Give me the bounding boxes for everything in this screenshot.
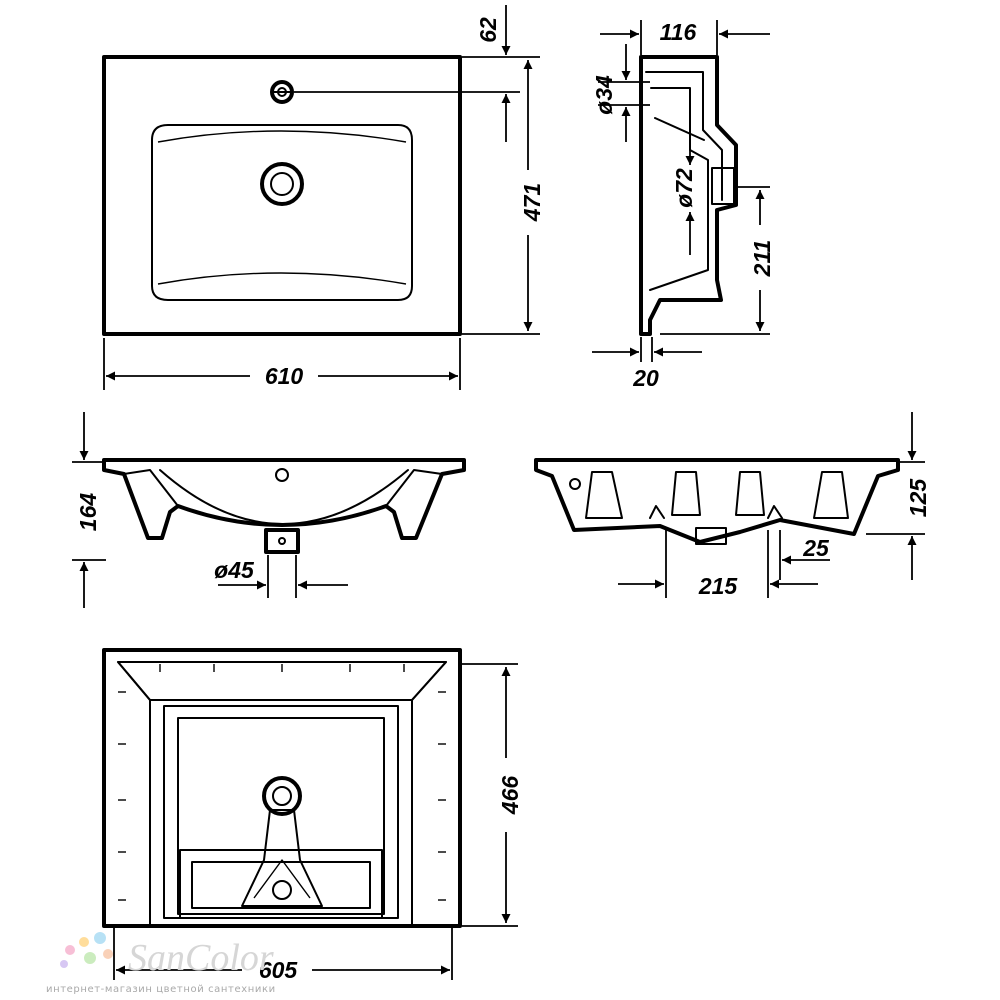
- top-depth-label: 471: [519, 183, 545, 222]
- rear-rib-1: [585, 471, 623, 519]
- rear-view-outline: [534, 458, 900, 544]
- front-view-dimensions: 164 ø45: [72, 412, 348, 608]
- side-basin-slope: [654, 117, 705, 141]
- drain-outlet-center: [278, 537, 286, 545]
- watermark: SanColor интернет-магазин цветной сантех…: [46, 932, 276, 995]
- tap-offset-label: 62: [475, 17, 501, 43]
- drain-hole-outer: [260, 162, 304, 206]
- rear-clip-right: [767, 505, 783, 519]
- basin-inner-lower-edge: [157, 272, 407, 285]
- overflow-socket: [711, 167, 735, 205]
- tap-diameter-label: ø34: [591, 75, 617, 115]
- bottom-view: [102, 648, 462, 928]
- side-inner-lower-wall: [649, 87, 709, 291]
- rear-view: [534, 458, 900, 545]
- top-view-dimensions: 610 471 62: [103, 5, 545, 390]
- bottom-view-dimensions: 466 605: [113, 663, 523, 983]
- top-view: [102, 55, 462, 336]
- drain-outlet: [264, 528, 300, 554]
- rear-rib-4: [813, 471, 849, 519]
- front-view: [102, 458, 466, 554]
- support-width-label: 25: [802, 535, 830, 561]
- rear-rib-2: [671, 471, 701, 516]
- front-view-outline: [102, 458, 466, 540]
- side-view-dimensions: 116 ø34 ø72 211 20: [591, 19, 775, 391]
- rear-drain: [695, 527, 727, 545]
- bottom-drain-pan: [179, 849, 383, 919]
- bottom-left-flange: [117, 661, 151, 927]
- basin-inner-upper-edge: [157, 130, 407, 143]
- watermark-dot: [84, 952, 96, 964]
- bottom-ribs-right: [438, 691, 446, 901]
- bottom-width-label: 605: [259, 957, 299, 983]
- top-width-label: 610: [265, 363, 304, 389]
- basin-bowl: [151, 124, 413, 301]
- front-right-support: [385, 469, 443, 507]
- rear-view-dimensions: 125 215 25: [618, 412, 931, 599]
- front-bowl-curve: [159, 469, 409, 525]
- bottom-tap-boss-outer: [262, 776, 302, 816]
- bottom-ribs-top: [159, 664, 405, 672]
- rear-clip-left: [649, 505, 665, 519]
- watermark-brand: SanColor: [128, 937, 274, 979]
- front-overflow-hole: [275, 468, 289, 482]
- rear-rib-3: [735, 471, 765, 516]
- watermark-dot: [65, 945, 75, 955]
- bottom-depth-label: 466: [497, 776, 523, 816]
- side-height-label: 211: [749, 240, 775, 278]
- overflow-diameter-label: ø72: [671, 168, 697, 208]
- bottom-drain-channel: [241, 809, 323, 907]
- bottom-tap-boss-inner: [272, 786, 292, 806]
- bottom-channel-rib: [253, 859, 311, 899]
- bottom-view-outline: [102, 648, 462, 928]
- watermark-tagline: интернет-магазин цветной сантехники: [46, 984, 276, 995]
- watermark-dot: [79, 937, 89, 947]
- front-left-support: [123, 469, 179, 507]
- bottom-ribs-left: [118, 691, 126, 901]
- watermark-dot: [94, 932, 106, 944]
- side-depth-label: 116: [660, 19, 697, 45]
- watermark-dot: [60, 960, 68, 968]
- support-spacing-label: 215: [698, 573, 739, 599]
- rear-height-label: 125: [905, 478, 931, 518]
- top-view-outline: [102, 55, 462, 336]
- watermark-dots: [60, 932, 113, 968]
- side-view: [639, 55, 738, 336]
- rim-thickness-label: 20: [632, 365, 659, 391]
- bottom-right-flange: [411, 661, 447, 927]
- bottom-bowl-inner: [177, 717, 385, 915]
- rear-fixing-hole: [569, 478, 581, 490]
- drain-hole-inner: [270, 172, 294, 196]
- watermark-dot: [103, 949, 113, 959]
- front-height-label: 164: [75, 493, 101, 532]
- bottom-drain-pan-inner: [191, 861, 371, 909]
- drain-diameter-label: ø45: [214, 557, 255, 583]
- side-inner-upper-wall: [645, 71, 723, 201]
- bottom-drain-hole: [272, 880, 292, 900]
- side-view-outline: [639, 55, 738, 336]
